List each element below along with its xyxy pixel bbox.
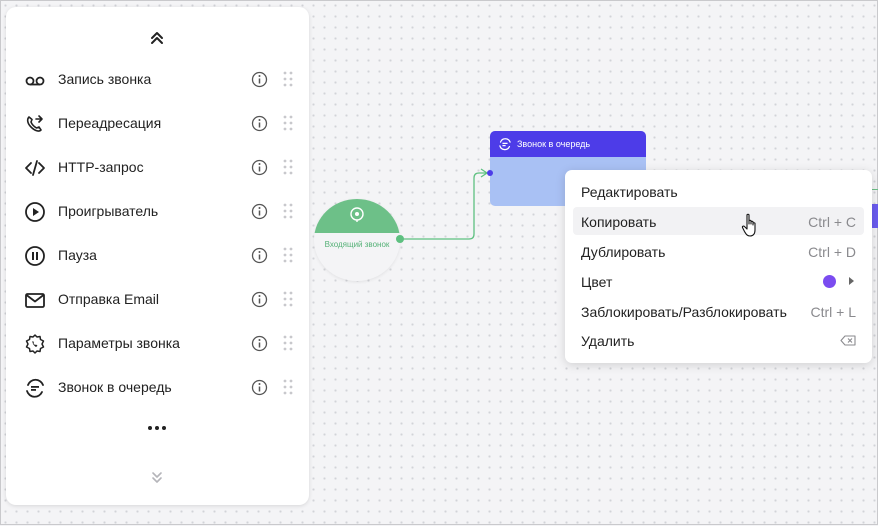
- backspace-icon: [840, 335, 856, 346]
- palette-item-label: Проигрыватель: [58, 203, 159, 219]
- palette-item-pause[interactable]: Пауза: [6, 234, 309, 278]
- drag-handle-icon[interactable]: [282, 158, 294, 176]
- palette-item-call-recording[interactable]: Запись звонка: [6, 58, 309, 102]
- node-header: [314, 199, 400, 233]
- drag-handle-icon[interactable]: [282, 334, 294, 352]
- menu-item-label: Редактировать: [581, 184, 678, 200]
- palette-item-call-parameters[interactable]: Параметры звонка: [6, 322, 309, 366]
- color-swatch: [823, 275, 836, 288]
- drag-handle-icon[interactable]: [282, 70, 294, 88]
- input-port[interactable]: [487, 170, 493, 176]
- menu-item-label: Копировать: [581, 214, 657, 230]
- info-icon[interactable]: [251, 379, 268, 396]
- palette-item-label: Запись звонка: [58, 71, 152, 87]
- mail-icon: [25, 293, 45, 308]
- phone-forward-icon: [26, 115, 43, 132]
- collapse-up-button[interactable]: [146, 27, 168, 49]
- menu-item-edit[interactable]: Редактировать: [573, 177, 864, 205]
- hand-cursor-icon: [741, 213, 756, 237]
- info-icon[interactable]: [251, 291, 268, 308]
- menu-item-color[interactable]: Цвет: [573, 267, 864, 295]
- context-menu: Редактировать Копировать Ctrl + C Дублир…: [565, 170, 872, 363]
- menu-item-lock-unlock[interactable]: Заблокировать/Разблокировать Ctrl + L: [573, 297, 864, 325]
- palette-item-player[interactable]: Проигрыватель: [6, 190, 309, 234]
- info-icon[interactable]: [251, 71, 268, 88]
- call-settings-icon: [25, 334, 45, 354]
- phone-incoming-icon: [350, 207, 364, 222]
- pause-icon: [25, 246, 45, 266]
- menu-item-duplicate[interactable]: Дублировать Ctrl + D: [573, 237, 864, 265]
- drag-handle-icon[interactable]: [282, 378, 294, 396]
- palette-item-forwarding[interactable]: Переадресация: [6, 102, 309, 146]
- code-icon: [25, 160, 45, 176]
- more-dots-icon: [148, 426, 166, 430]
- submenu-arrow-icon: [849, 277, 854, 285]
- menu-item-label: Удалить: [581, 333, 635, 349]
- drag-handle-icon[interactable]: [282, 290, 294, 308]
- info-icon[interactable]: [251, 247, 268, 264]
- palette-item-label: Параметры звонка: [58, 335, 180, 351]
- info-icon[interactable]: [251, 115, 268, 132]
- info-icon[interactable]: [251, 335, 268, 352]
- node-title: Звонок в очередь: [517, 139, 591, 149]
- menu-item-label: Цвет: [581, 274, 613, 290]
- menu-item-copy[interactable]: Копировать Ctrl + C: [573, 207, 864, 235]
- menu-item-shortcut: Ctrl + C: [808, 214, 856, 230]
- play-icon: [25, 202, 45, 222]
- call-queue-icon: [499, 138, 511, 151]
- node-label: Входящий звонок: [324, 240, 390, 249]
- output-port[interactable]: [396, 235, 404, 243]
- call-queue-icon: [26, 378, 44, 398]
- incoming-call-node[interactable]: Входящий звонок: [314, 199, 400, 281]
- offscreen-node-edge[interactable]: [871, 204, 878, 228]
- palette-item-call-queue[interactable]: Звонок в очередь: [6, 366, 309, 410]
- palette-item-label: HTTP-запрос: [58, 159, 144, 175]
- menu-item-label: Заблокировать/Разблокировать: [581, 304, 787, 320]
- node-palette-panel: Запись звонка Переадресация: [6, 7, 309, 505]
- palette-item-label: Отправка Email: [58, 291, 160, 307]
- menu-item-label: Дублировать: [581, 244, 666, 260]
- info-icon[interactable]: [251, 159, 268, 176]
- expand-down-button[interactable]: [146, 467, 168, 489]
- palette-item-label: Звонок в очередь: [58, 379, 172, 395]
- menu-item-delete[interactable]: Удалить: [573, 326, 864, 354]
- menu-item-shortcut: Ctrl + D: [808, 244, 856, 260]
- drag-handle-icon[interactable]: [282, 202, 294, 220]
- palette-item-label: Пауза: [58, 247, 97, 263]
- more-items-button[interactable]: [144, 421, 170, 435]
- double-chevron-down-icon: [152, 472, 162, 483]
- palette-item-send-email[interactable]: Отправка Email: [6, 278, 309, 322]
- double-chevron-up-icon: [151, 32, 163, 44]
- drag-handle-icon[interactable]: [282, 246, 294, 264]
- node-header: Звонок в очередь: [490, 131, 646, 157]
- drag-handle-icon[interactable]: [282, 114, 294, 132]
- menu-item-shortcut: Ctrl + L: [810, 304, 856, 320]
- palette-item-http-request[interactable]: HTTP-запрос: [6, 146, 309, 190]
- info-icon[interactable]: [251, 203, 268, 220]
- voicemail-icon: [25, 76, 45, 86]
- palette-item-label: Переадресация: [58, 115, 162, 131]
